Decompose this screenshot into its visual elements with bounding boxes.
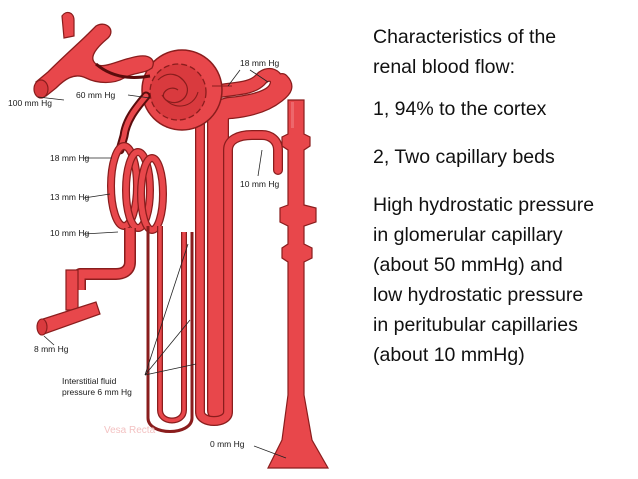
point-1: 1, 94% to the cortex <box>373 98 547 120</box>
collecting-duct-pressure-label: 0 mm Hg <box>210 439 245 449</box>
peritubular-pressure-label: 18 mm Hg <box>50 153 89 163</box>
glomerulus <box>141 49 232 131</box>
heading-line-1: Characteristics of the <box>373 26 557 48</box>
capsule-pressure-label: 18 mm Hg <box>240 58 279 68</box>
interstitial-label-line1: Interstitial fluid <box>62 376 117 386</box>
interstitial-label-line2: pressure 6 mm Hg <box>62 387 132 397</box>
peritubular-mid-pressure-label: 13 mm Hg <box>50 192 89 202</box>
afferent-pressure-label: 100 mm Hg <box>8 98 52 108</box>
peritubular-low-pressure-label: 10 mm Hg <box>50 228 89 238</box>
venous-pressure-label: 8 mm Hg <box>34 344 69 354</box>
vasa-recta <box>146 226 194 433</box>
paragraph-line-3: (about 50 mmHg) and <box>373 254 563 276</box>
vasa-recta-label: Vesa Recta <box>104 425 156 436</box>
renal-tubule <box>195 67 293 426</box>
glomerular-pressure-label: 60 mm Hg <box>76 90 115 100</box>
paragraph-line-1: High hydrostatic pressure <box>373 194 595 216</box>
tubule-pressure-label: 10 mm Hg <box>240 179 279 189</box>
collecting-duct <box>267 99 330 469</box>
peritubular-capillaries <box>107 142 167 234</box>
heading-line-2: renal blood flow: <box>373 56 516 78</box>
paragraph-line-4: low hydrostatic pressure <box>373 284 584 306</box>
point-2: 2, Two capillary beds <box>373 146 555 168</box>
paragraph-line-6: (about 10 mmHg) <box>373 344 525 366</box>
afferent-arteriole <box>33 11 154 99</box>
paragraph-line-2: in glomerular capillary <box>373 224 563 246</box>
venous-drainage <box>36 228 136 336</box>
label-pointers <box>37 69 287 459</box>
paragraph-line-5: in peritubular capillaries <box>373 314 578 336</box>
efferent-arteriole <box>115 91 151 155</box>
